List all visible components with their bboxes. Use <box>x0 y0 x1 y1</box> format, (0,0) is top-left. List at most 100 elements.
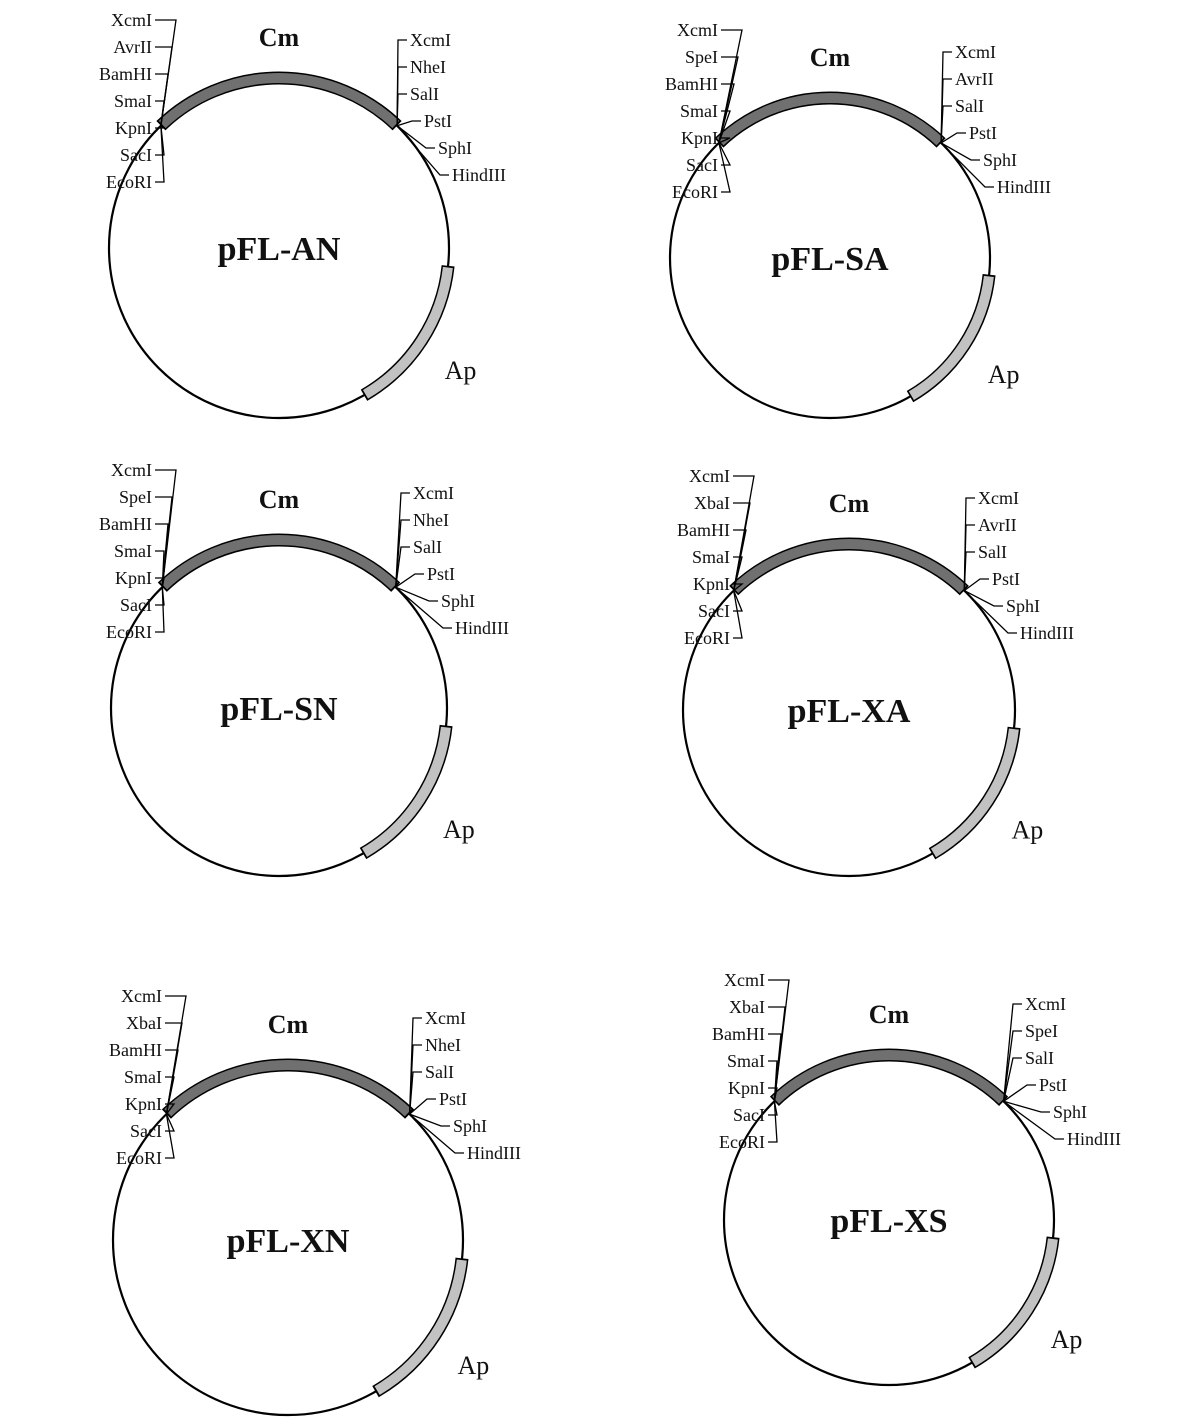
site-leader-hindiii <box>963 590 1017 634</box>
site-leader-psti <box>409 1098 436 1115</box>
site-label-kpni: KpnI <box>125 1094 162 1114</box>
site-leader-sali <box>940 105 952 143</box>
ap-marker-outline <box>360 265 455 401</box>
site-leader-saci <box>165 1113 176 1132</box>
site-label-kpni: KpnI <box>693 574 730 594</box>
site-label-bamhi: BamHI <box>109 1040 162 1060</box>
site-leader-ecori <box>718 142 731 193</box>
site-label-ecori: EcoRI <box>106 622 152 642</box>
plasmid-name: pFL-XA <box>788 693 911 730</box>
plasmid-map-pfl-xn: pFL-XNCmApXcmIXbaIBamHISmaIKpnISacIEcoRI… <box>109 986 521 1417</box>
site-leader-nhei <box>395 519 410 588</box>
site-label-xcmi: XcmI <box>410 30 451 50</box>
site-label-xcmi: XcmI <box>121 986 162 1006</box>
site-label-sphi: SphI <box>441 591 475 611</box>
site-label-psti: PstI <box>439 1089 467 1109</box>
site-leader-smai <box>165 1076 175 1115</box>
cm-label: Cm <box>259 485 300 514</box>
site-label-spei: SpeI <box>119 487 152 507</box>
ap-label: Ap <box>445 356 477 385</box>
plasmid-map-pfl-an: pFL-ANCmApXcmIAvrIIBamHISmaIKpnISacIEcoR… <box>99 10 506 420</box>
site-label-saci: SacI <box>120 595 152 615</box>
site-leader-ecori <box>155 587 165 633</box>
site-label-sali: SalI <box>425 1062 454 1082</box>
site-label-sali: SalI <box>978 542 1007 562</box>
ap-marker <box>361 726 451 857</box>
plasmid-name: pFL-XS <box>830 1203 947 1240</box>
site-leader-smai <box>155 550 165 588</box>
site-label-spei: SpeI <box>685 47 718 67</box>
cm-label: Cm <box>829 489 870 518</box>
ap-marker-outline <box>359 724 453 860</box>
ap-label: Ap <box>988 360 1020 389</box>
cm-label: Cm <box>268 1010 309 1039</box>
site-leader-sphi <box>409 1113 450 1127</box>
cm-marker <box>160 534 398 590</box>
cm-marker <box>158 73 400 129</box>
site-label-avrii: AvrII <box>113 37 152 57</box>
site-label-bamhi: BamHI <box>712 1024 765 1044</box>
site-label-sali: SalI <box>413 537 442 557</box>
site-leader-psti <box>396 120 421 127</box>
site-label-ecori: EcoRI <box>672 182 718 202</box>
site-label-xcmi: XcmI <box>425 1008 466 1028</box>
cm-marker <box>772 1049 1006 1104</box>
site-leader-xcmi <box>395 492 410 588</box>
site-leader-smai <box>155 100 165 126</box>
site-label-avrii: AvrII <box>978 515 1017 535</box>
site-label-xbai: XbaI <box>126 1013 162 1033</box>
site-leader-psti <box>963 578 989 592</box>
plasmid-name: pFL-AN <box>218 231 341 268</box>
site-leader-xcmi <box>396 39 407 126</box>
site-leader-psti <box>940 132 966 144</box>
site-leader-saci <box>733 590 743 612</box>
site-leader-spei <box>1002 1030 1022 1102</box>
site-leader-ecori <box>768 1101 778 1143</box>
site-leader-hindiii <box>395 586 452 629</box>
site-label-smai: SmaI <box>114 91 152 111</box>
cm-marker <box>731 538 967 594</box>
site-label-smai: SmaI <box>680 101 718 121</box>
ap-label: Ap <box>443 815 475 844</box>
ap-label: Ap <box>1051 1325 1083 1354</box>
ap-marker-outline <box>928 726 1021 860</box>
site-label-xcmi: XcmI <box>413 483 454 503</box>
ap-marker <box>930 728 1019 858</box>
ap-label: Ap <box>458 1351 490 1380</box>
site-label-saci: SacI <box>698 601 730 621</box>
site-label-xcmi: XcmI <box>1025 994 1066 1014</box>
ap-label: Ap <box>1011 816 1043 845</box>
plasmid-name: pFL-SN <box>220 691 338 728</box>
site-leader-bamhi <box>718 83 735 144</box>
site-leader-kpni <box>733 583 744 592</box>
site-leader-kpni <box>155 125 166 129</box>
plasmid-map-pfl-sa: pFL-SACmApXcmISpeIBamHISmaIKpnISacIEcoRI… <box>665 20 1051 420</box>
cm-marker <box>164 1060 412 1117</box>
plasmid-name: pFL-SA <box>771 241 889 278</box>
site-leader-sali <box>396 93 407 126</box>
site-label-xbai: XbaI <box>694 493 730 513</box>
site-label-psti: PstI <box>992 569 1020 589</box>
plasmid-map-pfl-xs: pFL-XSCmApXcmIXbaIBamHISmaIKpnISacIEcoRI… <box>712 970 1121 1387</box>
site-leader-kpni <box>768 1087 778 1102</box>
ap-marker <box>374 1259 467 1395</box>
ap-marker-outline <box>968 1236 1060 1369</box>
site-leader-hindiii <box>396 125 449 176</box>
site-label-hindiii: HindIII <box>452 165 506 185</box>
site-label-nhei: NheI <box>410 57 446 77</box>
site-leader-sphi <box>1003 1100 1050 1113</box>
site-leader-sphi <box>940 142 980 161</box>
site-label-bamhi: BamHI <box>99 64 152 84</box>
site-label-ecori: EcoRI <box>684 628 730 648</box>
site-label-nhei: NheI <box>425 1035 461 1055</box>
site-leader-bamhi <box>155 523 169 588</box>
site-label-psti: PstI <box>424 111 452 131</box>
site-leader-sali <box>1002 1057 1022 1102</box>
plasmid-name: pFL-XN <box>227 1223 350 1260</box>
site-label-kpni: KpnI <box>115 568 152 588</box>
site-label-xcmi: XcmI <box>111 460 152 480</box>
site-label-xcmi: XcmI <box>111 10 152 30</box>
ap-marker <box>908 275 994 401</box>
site-label-ecori: EcoRI <box>116 1148 162 1168</box>
site-leader-xcmi <box>1002 1003 1022 1102</box>
